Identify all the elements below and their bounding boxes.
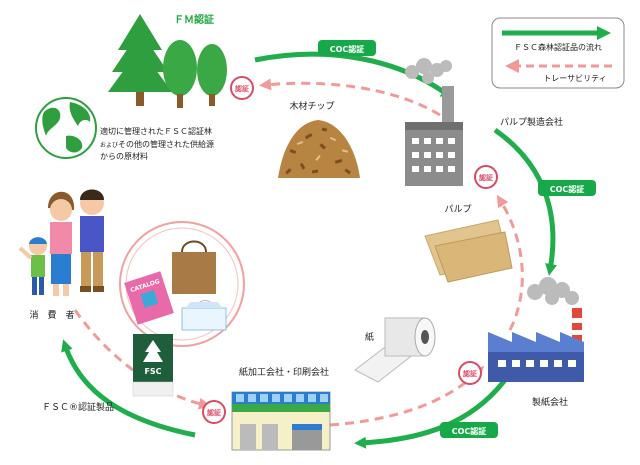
shopping-bag-icon bbox=[172, 240, 216, 294]
fsc-product-label: ＦＳＣ®認証製品 bbox=[42, 401, 114, 413]
source-line-2: その他の管理された供給源 bbox=[118, 139, 214, 149]
fsc-logo-icon: FSC bbox=[132, 334, 174, 397]
raw-material-source-text: 適切に管理されたＦＳＣ認証林 および その他の管理された供給源 からの原材料 bbox=[100, 126, 214, 161]
converter-company-label: 紙加工会社・印刷会社 bbox=[239, 366, 329, 378]
source-line-2-prefix: および bbox=[100, 141, 118, 149]
globe-icon bbox=[35, 97, 97, 159]
conifer-tree-icon bbox=[108, 14, 172, 106]
coc-badge: COC認証 bbox=[318, 40, 376, 56]
coc-badge-text: COC認証 bbox=[550, 184, 585, 194]
traceability-arrows bbox=[73, 78, 524, 427]
paper-company-label: 製紙会社 bbox=[532, 396, 568, 408]
certify-badge: 認証 bbox=[202, 400, 226, 424]
mother-figure bbox=[48, 191, 75, 296]
source-line-3: からの原材料 bbox=[100, 151, 148, 161]
paper-mill-illustration: 製紙会社 bbox=[488, 277, 584, 408]
round-tree-icon bbox=[163, 40, 197, 108]
catalog-icon: CATALOG bbox=[124, 271, 174, 325]
coc-badge-text: COC認証 bbox=[452, 426, 487, 436]
coc-badge: COC認証 bbox=[538, 180, 596, 196]
round-tree-icon bbox=[197, 44, 227, 106]
coc-badge: COC認証 bbox=[440, 422, 498, 438]
consumer-family-illustration: 消 費 者 bbox=[18, 189, 104, 321]
wood-chip-label: 木材チップ bbox=[289, 100, 334, 112]
coc-badge-text: COC認証 bbox=[330, 44, 365, 54]
trace-arrow-converter-to-paper bbox=[329, 365, 485, 427]
paper-label: 紙 bbox=[365, 331, 374, 343]
certify-badge-text: 認証 bbox=[207, 408, 221, 417]
forest-illustration: ＦＭ認証 bbox=[108, 13, 227, 108]
fsc-logo-text: FSC bbox=[144, 367, 161, 376]
pulp-sheets-illustration: パルプ bbox=[424, 204, 513, 283]
certify-badge: 認証 bbox=[230, 76, 254, 100]
paper-roll-illustration: 紙 bbox=[354, 317, 436, 383]
father-figure bbox=[80, 189, 104, 292]
tissue-box-icon bbox=[181, 300, 227, 331]
fsc-products-illustration: CATALOG bbox=[119, 221, 245, 347]
converter-factory-illustration: 紙加工会社・印刷会社 bbox=[231, 366, 331, 451]
source-line-1: 適切に管理されたＦＳＣ認証林 bbox=[100, 126, 212, 136]
trace-arrow-pulp-to-forest bbox=[259, 78, 441, 117]
pulp-label: パルプ bbox=[444, 204, 471, 215]
certify-badge-text: 認証 bbox=[479, 173, 493, 182]
pulp-factory-illustration: パルプ製造会社 bbox=[405, 58, 563, 186]
child-figure bbox=[18, 237, 47, 295]
legend: ＦＳＣ森林認証品の流れ トレーサビリティ bbox=[491, 17, 625, 89]
smoke-icon bbox=[405, 58, 452, 84]
pulp-company-label: パルプ製造会社 bbox=[500, 116, 563, 128]
flow-arrow-converter-to-consumer bbox=[61, 339, 196, 438]
legend-trace-label: トレーサビリティ bbox=[543, 74, 606, 83]
consumer-label: 消 費 者 bbox=[29, 309, 74, 321]
smoke-icon bbox=[527, 277, 579, 305]
wood-chip-illustration: 木材チップ bbox=[278, 100, 360, 178]
trace-arrow-consumer-to-converter bbox=[73, 309, 211, 410]
certify-badge-text: 認証 bbox=[463, 369, 477, 378]
fm-cert-label: ＦＭ認証 bbox=[174, 13, 214, 26]
trace-arrow-paper-to-pulp bbox=[496, 194, 524, 331]
certify-badge: 認証 bbox=[474, 165, 498, 189]
legend-flow-label: ＦＳＣ森林認証品の流れ bbox=[514, 42, 602, 52]
certify-badge: 認証 bbox=[458, 361, 482, 385]
certify-badge-text: 認証 bbox=[235, 84, 249, 93]
